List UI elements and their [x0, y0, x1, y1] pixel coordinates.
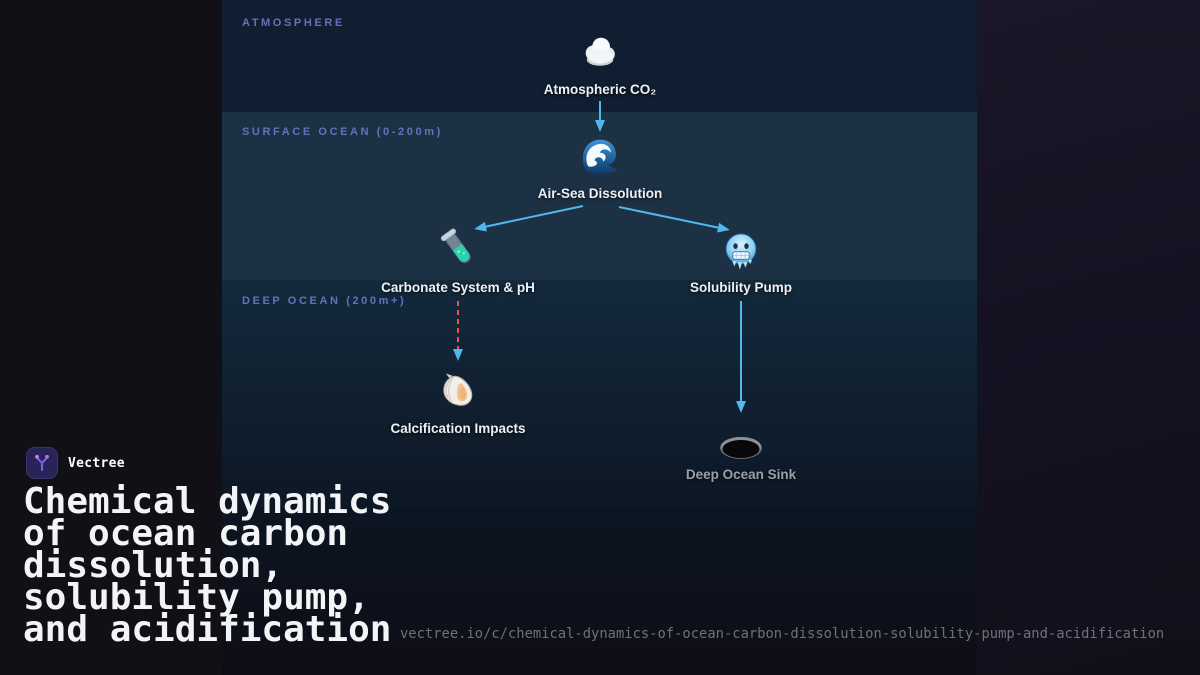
node-label-solubility-pump: Solubility Pump: [689, 280, 793, 295]
vectree-logo-icon: [26, 447, 58, 479]
brand: Vectree: [26, 447, 125, 479]
node-label-atmospheric-co2: Atmospheric CO₂: [543, 82, 657, 97]
title-line: of ocean carbon: [23, 513, 349, 554]
layer-label-atmosphere: ATMOSPHERE: [242, 17, 345, 29]
node-label-deep-ocean-sink: Deep Ocean Sink: [685, 467, 797, 482]
node-label-calcification-impacts: Calcification Impacts: [390, 421, 526, 436]
background-right-strip: [977, 0, 1200, 675]
title-line: and acidification: [23, 609, 392, 650]
layer-label-surface-ocean: SURFACE OCEAN (0-200m): [242, 126, 443, 138]
canonical-url: vectree.io/c/chemical-dynamics-of-ocean-…: [400, 626, 1165, 642]
node-label-carbonate-system-ph: Carbonate System & pH: [381, 280, 535, 295]
node-label-air-sea-dissolution: Air-Sea Dissolution: [537, 186, 663, 201]
title-line: solubility pump,: [23, 577, 370, 618]
page-title: Chemical dynamics of ocean carbon dissol…: [23, 481, 443, 650]
layer-label-deep-ocean: DEEP OCEAN (200m+): [242, 295, 407, 307]
title-line: Chemical dynamics: [23, 481, 392, 522]
ocean-carbon-diagram: ATMOSPHERE SURFACE OCEAN (0-200m) DEEP O…: [222, 0, 977, 675]
title-line: dissolution,: [23, 545, 284, 586]
brand-name: Vectree: [68, 455, 125, 471]
layer-band-deep-ocean: [222, 280, 977, 507]
